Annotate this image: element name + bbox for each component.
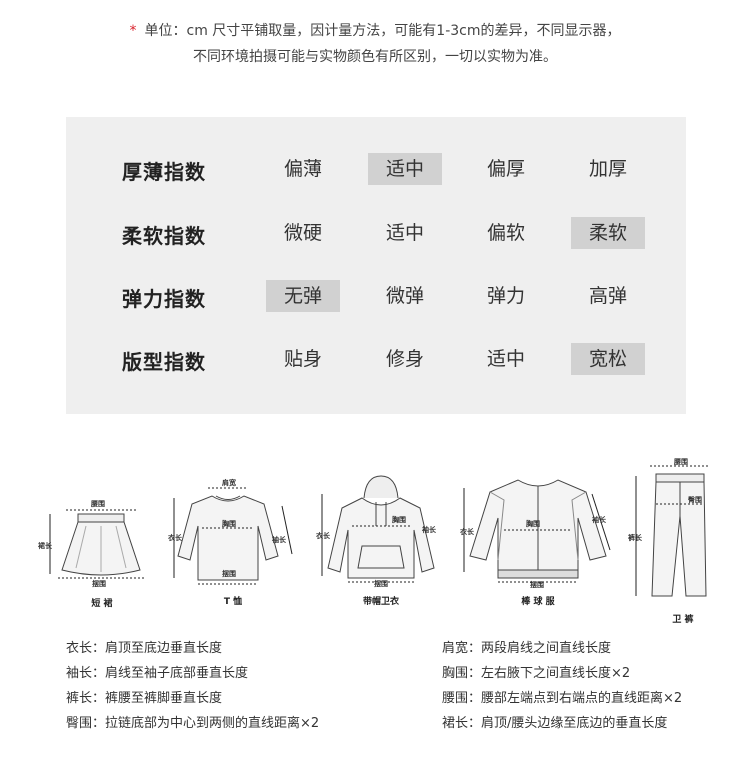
tshirt-shoulder-label: 肩宽 bbox=[221, 478, 236, 487]
hoodie-diagram: 胸围 摆围 衣长 袖长 带帽卫衣 bbox=[316, 472, 446, 607]
definition-item: 衣长：肩顶至底边垂直长度 bbox=[66, 641, 223, 656]
hoodie-sleeve-label: 袖长 bbox=[421, 525, 437, 534]
pants-caption: 卫 裤 bbox=[672, 615, 694, 625]
index-option: 宽松 bbox=[571, 343, 645, 375]
index-option: 微硬 bbox=[283, 222, 322, 244]
jacket-chest-label: 胸围 bbox=[526, 519, 540, 528]
pants-length-label: 裤长 bbox=[627, 533, 643, 542]
index-row-thickness: 厚薄指数 偏薄 适中 偏厚 加厚 bbox=[66, 150, 686, 190]
index-option: 微弹 bbox=[385, 285, 424, 307]
definition-item: 肩宽：两段肩线之间直线长度 bbox=[442, 641, 612, 656]
index-option: 适中 bbox=[368, 153, 442, 185]
skirt-hem-label: 摆围 bbox=[92, 579, 106, 588]
definition-item: 袖长：肩线至袖子底部垂直长度 bbox=[66, 666, 249, 681]
tshirt-length-label: 衣长 bbox=[168, 533, 183, 542]
index-option: 高弹 bbox=[588, 285, 627, 307]
notice-text-1: 单位：cm 尺寸平铺取量，因计量方法，可能有1-3cm的差异，不同显示器， bbox=[144, 23, 621, 39]
hoodie-illustration: 胸围 摆围 衣长 袖长 bbox=[316, 475, 437, 588]
skirt-waist-label: 腰围 bbox=[90, 499, 105, 508]
hoodie-hem-label: 摆围 bbox=[374, 579, 388, 588]
index-option: 无弹 bbox=[266, 280, 340, 312]
index-option: 弹力 bbox=[486, 285, 525, 307]
hoodie-chest-label: 胸围 bbox=[392, 515, 406, 524]
definition-item: 腰围：腰部左端点到右端点的直线距离×2 bbox=[442, 691, 683, 706]
tshirt-chest-label: 胸围 bbox=[222, 519, 236, 528]
index-option: 偏薄 bbox=[283, 158, 322, 180]
measurement-definitions-left: 衣长：肩顶至底边垂直长度 袖长：肩线至袖子底部垂直长度 裤长：裤腰至裤脚垂直长度… bbox=[66, 636, 319, 736]
definition-item: 裙长：肩顶/腰头边缘至底边的垂直长度 bbox=[442, 716, 668, 731]
jacket-sleeve-label: 袖长 bbox=[591, 515, 607, 524]
skirt-caption: 短 裙 bbox=[91, 599, 113, 609]
index-label: 厚薄指数 bbox=[122, 160, 206, 184]
index-label: 柔软指数 bbox=[122, 224, 206, 248]
index-option: 适中 bbox=[486, 348, 525, 370]
index-label: 版型指数 bbox=[122, 350, 206, 374]
pants-illustration: 腰围 臀围 裤长 bbox=[627, 457, 710, 597]
index-option: 加厚 bbox=[588, 158, 627, 180]
definition-item: 裤长：裤腰至裤脚垂直长度 bbox=[66, 691, 223, 706]
tshirt-caption: T 恤 bbox=[223, 597, 243, 607]
tshirt-hem-label: 摆围 bbox=[222, 569, 236, 578]
index-option: 柔软 bbox=[571, 217, 645, 249]
index-option: 贴身 bbox=[283, 348, 322, 370]
index-row-fit: 版型指数 贴身 修身 适中 宽松 bbox=[66, 340, 686, 380]
hoodie-length-label: 衣长 bbox=[316, 531, 331, 540]
tshirt-sleeve-label: 袖长 bbox=[271, 535, 287, 544]
pants-hip-label: 臀围 bbox=[688, 495, 702, 504]
skirt-diagram: 腰围 摆围 裙长 短 裙 bbox=[36, 490, 166, 609]
index-option: 偏厚 bbox=[486, 158, 525, 180]
definition-item: 臀围：拉链底部为中心到两侧的直线距离×2 bbox=[66, 716, 320, 731]
hoodie-caption: 带帽卫衣 bbox=[362, 597, 399, 607]
jacket-caption: 棒 球 服 bbox=[521, 597, 555, 607]
jacket-hem-label: 摆围 bbox=[530, 580, 544, 588]
size-notice: * 单位：cm 尺寸平铺取量，因计量方法，可能有1-3cm的差异，不同显示器， 不… bbox=[0, 18, 750, 70]
index-row-softness: 柔软指数 微硬 适中 偏软 柔软 bbox=[66, 214, 686, 254]
asterisk-icon: * bbox=[129, 23, 137, 39]
tshirt-diagram: 肩宽 胸围 摆围 衣长 袖长 T 恤 bbox=[168, 476, 298, 607]
definition-item: 胸围：左右腋下之间直线长度×2 bbox=[442, 666, 631, 681]
index-row-elasticity: 弹力指数 无弹 微弹 弹力 高弹 bbox=[66, 277, 686, 317]
tshirt-illustration: 肩宽 胸围 摆围 衣长 袖长 bbox=[168, 478, 293, 585]
index-option: 适中 bbox=[385, 222, 424, 244]
jacket-length-label: 衣长 bbox=[460, 527, 475, 536]
index-option: 修身 bbox=[385, 348, 424, 370]
notice-line-2: 不同环境拍摄可能与实物颜色有所区别，一切以实物为准。 bbox=[193, 49, 557, 65]
skirt-illustration: 腰围 摆围 裙长 bbox=[37, 499, 144, 588]
jacket-diagram: 胸围 摆围 衣长 袖长 棒 球 服 bbox=[460, 470, 616, 607]
jacket-illustration: 胸围 摆围 衣长 袖长 bbox=[460, 479, 611, 588]
fabric-index-panel: 厚薄指数 偏薄 适中 偏厚 加厚 柔软指数 微硬 适中 偏软 柔软 弹力指数 无… bbox=[66, 117, 686, 414]
pants-waist-label: 腰围 bbox=[673, 457, 688, 466]
index-option: 偏软 bbox=[486, 222, 525, 244]
skirt-length-label: 裙长 bbox=[37, 541, 53, 550]
notice-line-1: * 单位：cm 尺寸平铺取量，因计量方法，可能有1-3cm的差异，不同显示器， bbox=[0, 18, 750, 44]
pants-diagram: 腰围 臀围 裤长 卫 裤 bbox=[626, 456, 722, 625]
measurement-definitions-right: 肩宽：两段肩线之间直线长度 胸围：左右腋下之间直线长度×2 腰围：腰部左端点到右… bbox=[442, 636, 682, 736]
index-label: 弹力指数 bbox=[122, 287, 206, 311]
